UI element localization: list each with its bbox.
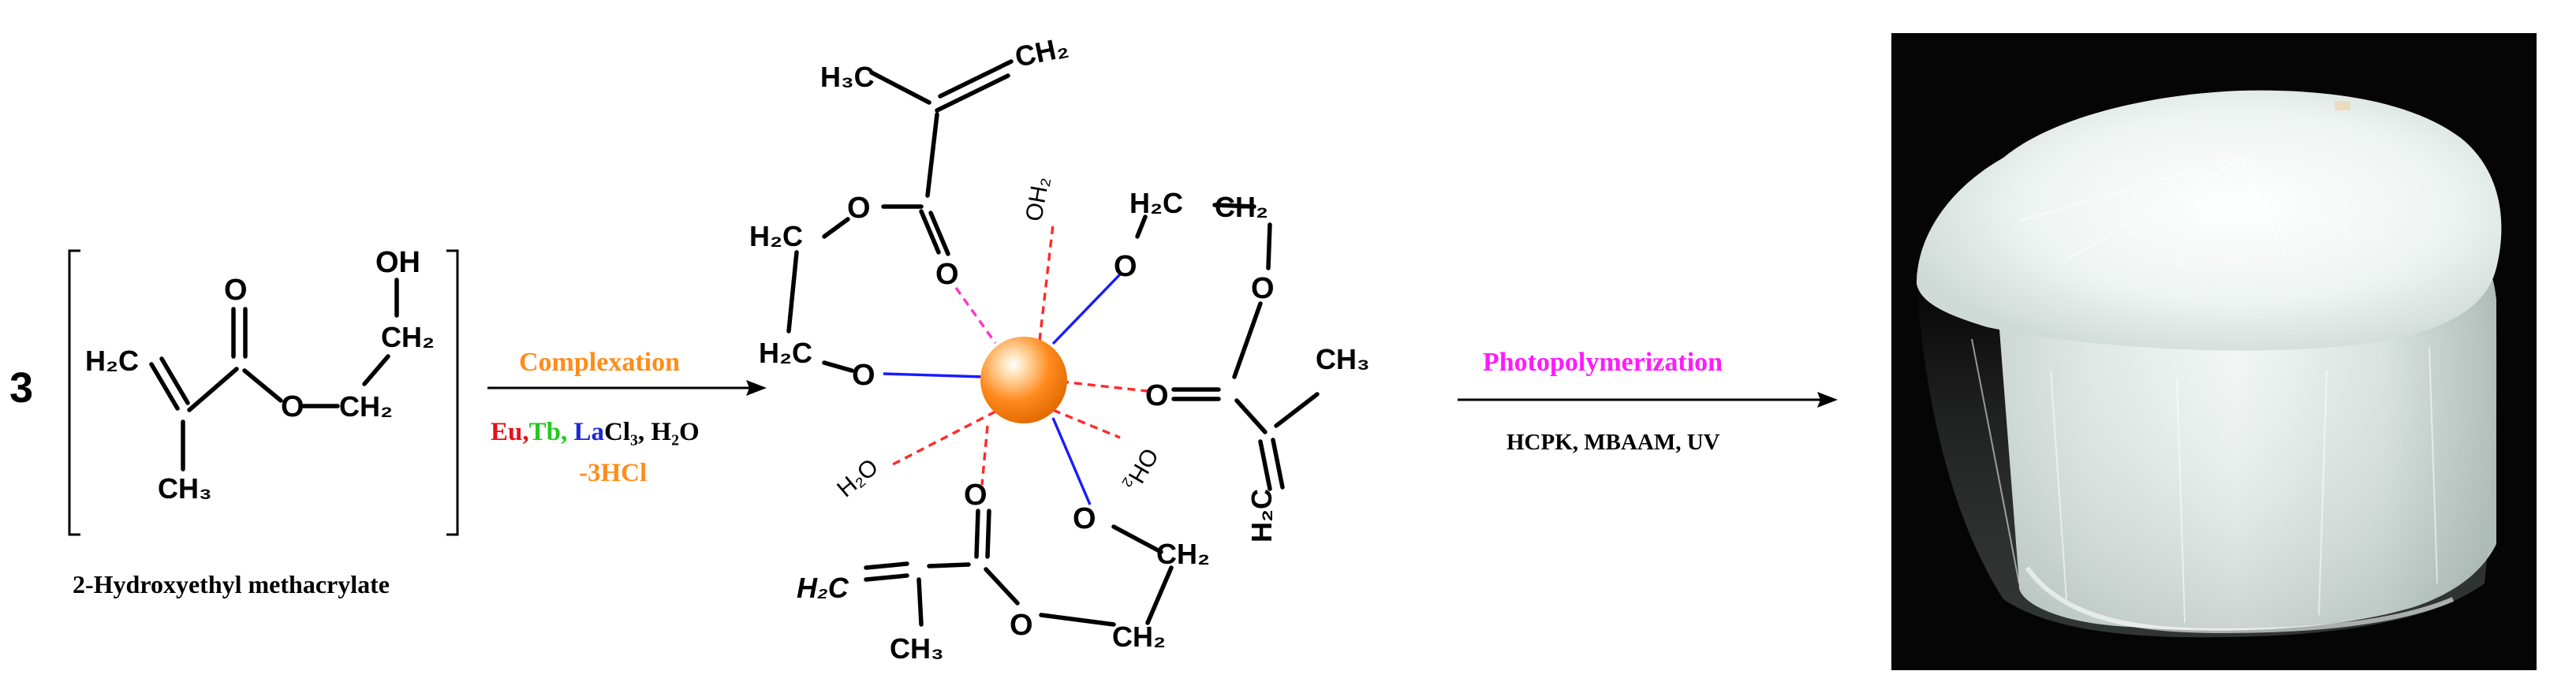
bond: [925, 112, 939, 198]
step1-label: Complexation: [519, 348, 680, 377]
arrow-complexation: Complexation Eu,Tb, LaCl₃, H₂O -3HCl: [487, 348, 767, 487]
water-top: OH₂: [1021, 175, 1054, 224]
step1-reagents: Eu,Tb, LaCl₃, H₂O: [491, 418, 700, 446]
hydrogel-cylinder-photo: [1891, 33, 2537, 670]
bond: [1234, 398, 1267, 434]
atom-ch2-b: CH₂: [381, 321, 435, 353]
bond-c-carbonyl: [187, 367, 239, 412]
atom-o-top: O: [1114, 250, 1137, 283]
atom-o-hydroxy: O: [852, 359, 875, 392]
bond: [938, 59, 1014, 99]
bond: [985, 509, 991, 559]
coord-o-upper-right: [1051, 273, 1122, 345]
gel-top: [1917, 90, 2502, 351]
atom-ch2-b: CH₂: [1112, 621, 1166, 653]
atom-ch2-a: CH₂: [339, 390, 393, 423]
left-bracket: [68, 249, 80, 536]
bond: [822, 360, 854, 373]
atom-ch3: CH₃: [158, 472, 212, 505]
atom-h2c: H₂C: [1129, 187, 1183, 219]
bond-h2c-c: [149, 362, 180, 411]
reactant-name: 2-Hydroxyethyl methacrylate: [73, 570, 390, 598]
bond: [1232, 301, 1263, 379]
gel-shading: [1917, 284, 2498, 638]
stoich-coefficient: 3: [9, 364, 33, 412]
bond-h2c-c-double: [159, 356, 190, 405]
bond: [1258, 439, 1272, 491]
bond: [974, 509, 980, 559]
gel-bottom-edge: [2025, 566, 2455, 634]
coord-water-left: [890, 410, 996, 467]
atom-o-carbonyl: O: [1145, 379, 1169, 412]
bond: [935, 73, 1010, 113]
step2-label: Photopolymerization: [1483, 348, 1723, 377]
atom-h2c-a: H₂C: [749, 220, 803, 252]
bond: [1274, 392, 1320, 428]
atom-h3c: H₃C: [820, 61, 875, 93]
bond: [786, 250, 799, 334]
gel-texture: [1971, 157, 2438, 624]
water-right: OH₂: [1118, 444, 1163, 496]
coord-o-left: [883, 372, 985, 378]
bond: [1271, 438, 1285, 490]
arrow-photopolymerization: Photopolymerization HCPK, MBAAM, UV: [1458, 348, 1838, 455]
atom-o-ester: O: [847, 192, 871, 225]
atom-o-hydroxy: O: [1073, 502, 1096, 535]
bond: [927, 562, 971, 568]
bond: [864, 573, 909, 582]
bond: [1135, 214, 1148, 239]
atom-ch2-a: CH₂: [1156, 538, 1210, 570]
lanthanide-ion: [980, 337, 1067, 423]
atom-oh: OH: [375, 246, 420, 279]
coord-water-right: [1052, 408, 1121, 439]
atom-o-carbonyl: O: [964, 479, 987, 512]
step2-reagents: HCPK, MBAAM, UV: [1506, 430, 1720, 455]
coord-o-lower-right: [1051, 417, 1092, 505]
atom-ch2: CH₂: [1215, 191, 1268, 223]
bond: [1111, 524, 1163, 554]
bond: [1039, 613, 1116, 627]
coord-water-top: [1038, 224, 1055, 341]
atom-o-ester: O: [1010, 609, 1033, 642]
ligand-bottom: O CH₂ CH₂ O O H₂C CH₃: [797, 479, 1210, 665]
step1-byproduct: -3HCl: [579, 459, 647, 487]
atom-h2c: H₂C: [85, 345, 139, 377]
reactant-hema: 3 H₂C O O CH₂ CH₂ OH CH₃ 2-Hydroxyethyl …: [9, 246, 459, 598]
right-bracket: [446, 249, 459, 536]
atom-ch3: CH₃: [890, 632, 944, 665]
coord-o-bottom-carbonyl: [980, 425, 989, 486]
bond: [919, 209, 941, 255]
atom-o-carbonyl: O: [935, 258, 959, 291]
bond: [1145, 565, 1174, 625]
atom-h2c-vertical: H₂C: [1245, 489, 1278, 542]
atom-o-ester: O: [281, 390, 304, 423]
atom-ch2: CH₂: [1012, 31, 1071, 73]
bond-c-oester: [242, 368, 283, 403]
bond: [822, 217, 850, 239]
water-left: H₂O: [832, 454, 883, 503]
bond: [1266, 222, 1272, 270]
bond: [917, 577, 924, 627]
ligand-right: H₂C CH₂ O O O CH₃ H₂C: [1114, 187, 1370, 542]
atom-o-ring: O: [1251, 272, 1275, 305]
bond: [864, 561, 909, 570]
atom-h2c: H₂C: [797, 572, 849, 604]
arrow-head-1: [746, 380, 767, 396]
gel-fleck: [2335, 101, 2350, 110]
bond: [928, 211, 950, 256]
atom-ch3: CH₃: [1316, 343, 1370, 375]
bond: [984, 567, 1020, 606]
bond: [1212, 203, 1256, 209]
metal-complex: H₃C CH₂ O O H₂C H₂C O H₂C CH₂ O O O CH₃: [749, 31, 1370, 665]
bond: [869, 70, 931, 105]
coord-o-top-carbonyl: [954, 287, 997, 344]
bond-ch2-ch2: [362, 354, 390, 386]
atom-o-carbonyl: O: [224, 274, 248, 307]
coord-o-right-carbonyl: [1060, 380, 1148, 393]
atom-h2c-b: H₂C: [759, 337, 812, 369]
arrow-head-2: [1817, 392, 1838, 408]
